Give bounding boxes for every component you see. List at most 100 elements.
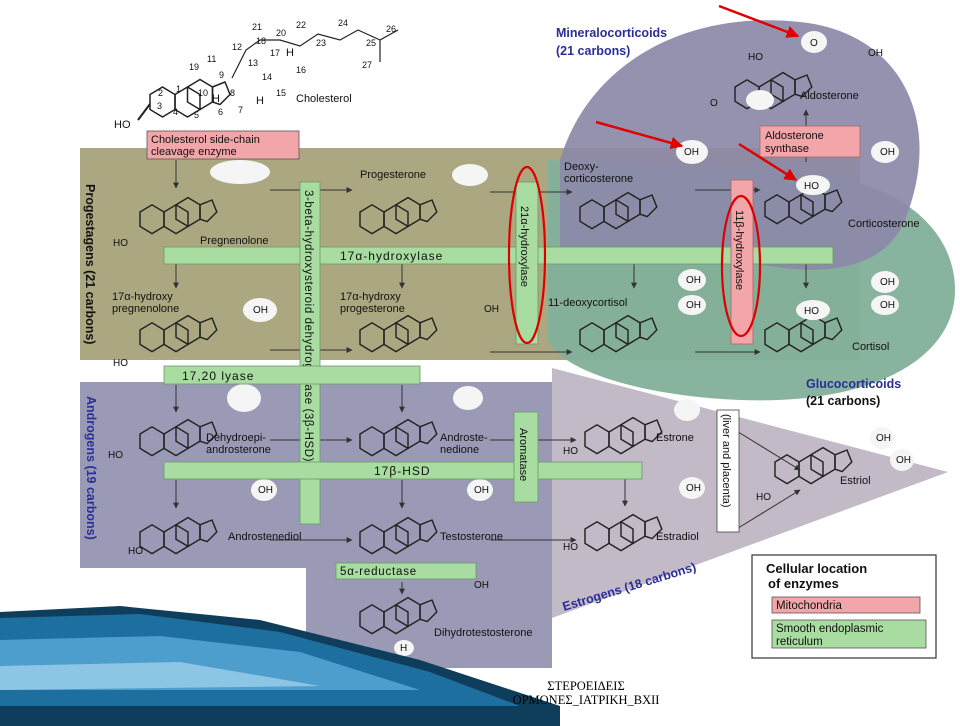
carbon-9: 9: [219, 70, 224, 80]
ho-17-pregnenolone: HO: [113, 358, 128, 369]
cholesterol-structure: 1 2 3 4 5 6 7 8 9 10 11 12 13 14 15 16 1…: [114, 18, 399, 131]
mineralocorticoids-title-line1: Mineralocorticoids: [556, 26, 667, 40]
carbon-13: 13: [248, 58, 258, 68]
carbon-7: 7: [238, 105, 243, 115]
carbon-2: 2: [158, 88, 163, 98]
footer-line1: ΣΤΕΡΟΕΙΔΕΙΣ: [547, 679, 625, 693]
aromatase-label: Aromatase: [517, 428, 529, 481]
deoxycorticosterone-line1: Deoxy-: [564, 161, 599, 173]
ho-dhea: HO: [108, 450, 123, 461]
17b-hsd-label: 17β-HSD: [374, 464, 431, 478]
carbon-17: 17: [270, 48, 280, 58]
aldosterone-label: Aldosterone: [800, 90, 859, 102]
cholesterol-ho: HO: [114, 119, 131, 131]
mineralocorticoids-title-line2: (21 carbons): [556, 44, 630, 58]
ho-aldosterone: HO: [748, 52, 763, 63]
oh-cortisol-21: OH: [880, 277, 895, 288]
estrone-label: Estrone: [656, 432, 694, 444]
side-chain-cleavage-line1: Cholesterol side-chain: [151, 134, 260, 146]
carbon-26: 26: [386, 24, 396, 34]
17-20-lyase-label: 17,20 lyase: [182, 369, 254, 383]
aldosterone-synthase-line2: synthase: [765, 143, 809, 155]
legend-ser-line2: reticulum: [776, 636, 823, 648]
dht-label: Dihydrotestosterone: [434, 627, 532, 639]
carbon-10: 10: [198, 88, 208, 98]
estriol-label: Estriol: [840, 475, 871, 487]
estradiol-label: Estradiol: [656, 531, 699, 543]
carbon-22: 22: [296, 20, 306, 30]
ho-pregnenolone: HO: [113, 238, 128, 249]
legend-mitochondria-swatch: [771, 596, 921, 614]
11b-hydroxylase-label: 11β-hydroxylase: [733, 210, 745, 290]
carbon-4: 4: [173, 107, 178, 117]
corticosterone-label: Corticosterone: [848, 218, 920, 230]
carbon-18: 18: [256, 36, 266, 46]
cholesterol-label: Cholesterol: [296, 93, 352, 105]
legend-ser-swatch: [771, 619, 927, 649]
11-deoxycortisol-label: 11-deoxycortisol: [548, 297, 627, 309]
o-aldosterone: O: [810, 38, 818, 49]
legend-title-line1: Cellular location: [766, 561, 867, 576]
glucocorticoids-title-line2: (21 carbons): [806, 394, 880, 408]
carbon-14: 14: [262, 72, 272, 82]
17oh-pregnenolone-line2: pregnenolone: [112, 303, 179, 315]
carbon-20: 20: [276, 28, 286, 38]
5a-reductase-label: 5α-reductase: [340, 566, 417, 578]
androgens-region: [80, 382, 552, 668]
carbon-16: 16: [296, 65, 306, 75]
aldosterone-synthase-line1: Aldosterone: [765, 130, 824, 142]
progesterone-label: Progesterone: [360, 169, 426, 181]
oh-deoxycorticosterone: OH: [684, 147, 699, 158]
androgens-title: Androgens (19 carbons): [84, 396, 98, 540]
footer-line2: ΟΡΜΟΝΕΣ_ΙΑΤΡΙΚΗ_BXII: [512, 693, 660, 707]
androstenedione-line2: nedione: [440, 444, 479, 456]
oh-17-pregnenolone: OH: [253, 305, 268, 316]
pregnenolone-label: Pregnenolone: [200, 235, 269, 247]
aromatase-box: [513, 411, 539, 503]
carbon-1: 1: [176, 84, 181, 94]
carbon-3: 3: [157, 101, 162, 111]
slide-swoosh: [0, 606, 560, 726]
carbon-11: 11: [207, 54, 216, 64]
ho-androstenediol: HO: [128, 546, 143, 557]
ho-estrone: HO: [563, 446, 578, 457]
enzyme-boxes: 17α-hydroxylase 3-beta-hydroxysteroid de…: [163, 125, 861, 580]
h-dht: H: [400, 643, 407, 654]
oh-testosterone: OH: [474, 485, 489, 496]
legend-mitochondria-label: Mitochondria: [776, 600, 842, 612]
androstenedione-line1: Androste-: [440, 432, 488, 444]
o-aldosterone-3: O: [710, 98, 718, 109]
dhea-line1: Dehydroepi-: [206, 432, 266, 444]
aldosterone-synthase-box: [759, 125, 861, 158]
17a-hydroxylase-box: [163, 246, 834, 265]
oh-17-progesterone: OH: [484, 304, 499, 315]
deoxycorticosterone-line2: corticosterone: [564, 173, 633, 185]
cholesterol-h-14: H: [256, 95, 264, 107]
17a-hydroxylase-label: 17α-hydroxylase: [340, 249, 443, 263]
ho-corticosterone: HO: [804, 181, 819, 192]
side-chain-cleavage-box: [146, 130, 300, 160]
carbon-24: 24: [338, 18, 348, 28]
cholesterol-h-9: H: [212, 93, 220, 105]
17oh-progesterone-line2: progesterone: [340, 303, 405, 315]
21-hydroxylase-label: 21α-hydroxylase: [518, 206, 530, 287]
carbon-6: 6: [218, 107, 223, 117]
carbon-5: 5: [194, 110, 199, 120]
liver-placenta-label: (liver and placenta): [720, 414, 732, 508]
highlight-rings: [507, 165, 762, 345]
5a-reductase-box: [335, 562, 477, 580]
oh-androstenediol: OH: [258, 485, 273, 496]
3b-hsd-label: 3-beta-hydroxysteroid dehydrogenase (3β-…: [302, 190, 314, 462]
oh-estradiol: OH: [686, 483, 701, 494]
carbon-12: 12: [232, 42, 242, 52]
carbon-23: 23: [316, 38, 326, 48]
carbon-8: 8: [230, 88, 235, 98]
liver-placenta-box: [716, 409, 740, 533]
legend-ser-line1: Smooth endoplasmic: [776, 623, 884, 635]
oh-deoxycortisol-17: OH: [686, 300, 701, 311]
11b-hydroxylase-box: [730, 179, 754, 345]
oh-estriol-2: OH: [896, 455, 911, 466]
functional-group-highlights: [210, 31, 914, 656]
carbon-21: 21: [252, 22, 262, 32]
